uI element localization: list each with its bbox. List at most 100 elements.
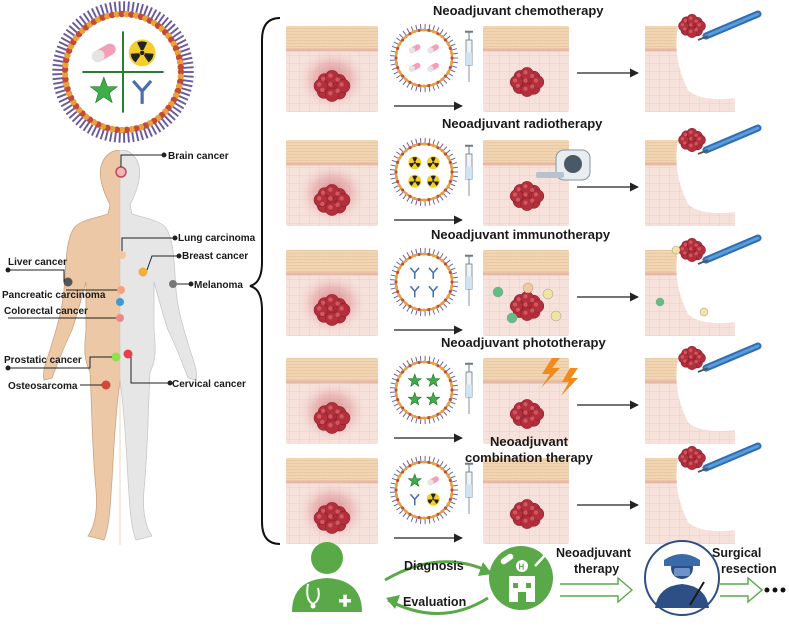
diagnosis-label: Diagnosis [404, 559, 464, 573]
nanoparticle-illustration [52, 1, 194, 143]
pancreas-marker [117, 286, 125, 294]
tumor-mass [678, 128, 706, 152]
surgical-resection-line2: resection [721, 562, 777, 576]
photosensitizer-star-icon [425, 391, 441, 406]
treated-tumor-tissue [483, 458, 569, 544]
workflow-bar: Diagnosis Evaluation H Neoadjuvant thera… [292, 540, 786, 616]
surgical-forceps-icon [697, 342, 762, 373]
grouping-brace [249, 17, 281, 545]
label-prostatic-cancer: Prostatic cancer [4, 355, 82, 366]
prostate-marker [111, 352, 121, 362]
melanoma-marker [169, 280, 177, 288]
therapy-title: Neoadjuvant immunotherapy [431, 227, 611, 242]
treated-tumor-tissue [483, 140, 569, 226]
resected-tissue [645, 250, 735, 336]
light-bolt-icon [541, 358, 578, 396]
label-osteosarcoma: Osteosarcoma [8, 381, 78, 392]
immune-cell [522, 282, 534, 294]
arrow-to-surgery [560, 576, 634, 604]
therapy-nanoparticle [389, 355, 459, 425]
antibody-icon [132, 79, 153, 104]
colorectal-marker-blue [116, 298, 124, 306]
tumor-mass [509, 499, 545, 529]
body-left-half [43, 150, 120, 541]
tumor-mass [678, 446, 706, 470]
surgical-forceps-icon [697, 234, 762, 265]
syringe-icon [465, 30, 473, 82]
tumor-mass [509, 181, 545, 211]
therapy-title-line1: Neoadjuvant [490, 434, 569, 449]
arrow-to-next [720, 576, 764, 604]
photosensitizer-star-icon [407, 373, 423, 387]
large-nanoparticle [52, 1, 194, 143]
immune-cell [655, 297, 665, 307]
osteosarcoma-marker [101, 380, 111, 390]
neoadjuvant-therapy-line2: therapy [574, 562, 619, 576]
immune-cell [671, 245, 681, 255]
tumor-mass [509, 399, 545, 429]
human-body-figure [43, 150, 197, 545]
continuation-dot [772, 587, 778, 593]
therapy-nanoparticle [389, 455, 459, 525]
tumor-mass [678, 346, 706, 370]
syringe-icon [465, 462, 473, 514]
photosensitizer-star-icon [89, 76, 119, 104]
breast-marker [138, 267, 148, 277]
antibody-icon [409, 267, 420, 279]
surgical-forceps-icon [697, 124, 762, 155]
label-colorectal-cancer: Colorectal cancer [4, 306, 88, 317]
surgical-forceps-icon [697, 442, 762, 473]
resected-tissue [645, 458, 735, 544]
body-right-half [120, 150, 197, 541]
mri-scanner-icon [536, 149, 591, 181]
immune-cell [492, 286, 504, 298]
photosensitizer-star-icon [407, 473, 423, 487]
label-brain-cancer: Brain cancer [168, 151, 229, 162]
therapy-nanoparticle [389, 247, 459, 317]
therapy-title-line2: combination therapy [465, 450, 594, 465]
immune-cell [550, 310, 562, 322]
colorectal-marker [116, 314, 124, 322]
label-lung-carcinoma: Lung carcinoma [178, 233, 256, 244]
antibody-icon [428, 285, 439, 298]
tumor-mass [509, 67, 545, 97]
tumor-mass [678, 14, 706, 38]
therapy-nanoparticle [389, 23, 459, 93]
photosensitizer-star-icon [407, 391, 423, 406]
therapy-row: Neoadjuvant chemotherapy [286, 3, 762, 112]
therapy-row: Neoadjuvant radiotherapy [286, 116, 762, 226]
immune-cell [542, 288, 554, 300]
therapy-row: Neoadjuvant phototherapy [286, 335, 762, 444]
continuation-dot [764, 587, 770, 593]
surgical-forceps-icon [697, 10, 762, 41]
tumor-mass [313, 294, 351, 326]
svg-text:H: H [519, 563, 525, 572]
surgical-resection-line1: Surgical [712, 546, 761, 560]
syringe-icon [465, 362, 473, 414]
therapy-row: Neoadjuvant immunotherapy [286, 227, 762, 336]
neoadjuvant-therapy-line1: Neoadjuvant [556, 546, 632, 560]
hospital-icon: H [489, 546, 553, 610]
label-breast-cancer: Breast cancer [182, 251, 248, 262]
immune-cell [506, 312, 518, 324]
lung-marker [118, 251, 126, 259]
therapy-title: Neoadjuvant radiotherapy [442, 116, 603, 131]
liver-marker [63, 277, 73, 287]
therapy-title: Neoadjuvant chemotherapy [433, 3, 604, 18]
antibody-icon [409, 285, 420, 298]
syringe-icon [465, 254, 473, 306]
resected-tissue [645, 358, 735, 444]
label-pancreatic-carcinoma: Pancreatic carcinoma [2, 290, 106, 301]
tumor-mass [313, 184, 351, 216]
label-melanoma: Melanoma [194, 280, 243, 291]
brain-tumor-marker [115, 166, 127, 178]
immune-cell [699, 307, 709, 317]
resected-tissue [645, 140, 735, 226]
antibody-icon [428, 267, 439, 279]
antibody-icon [409, 493, 420, 506]
photosensitizer-star-icon [425, 373, 441, 387]
tumor-mass [313, 402, 351, 434]
syringe-icon [465, 144, 473, 196]
